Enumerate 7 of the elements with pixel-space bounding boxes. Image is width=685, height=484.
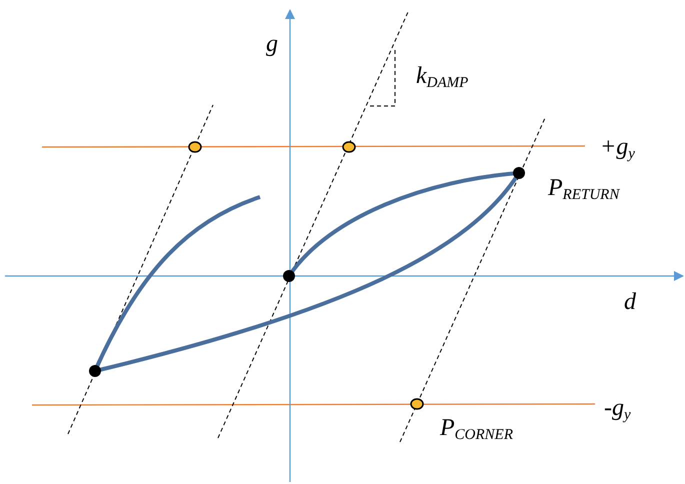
axis-label: g [266,32,278,56]
point-label: P$_{RETURN}$ [548,176,620,203]
yield-level-label: +g$_{y}$ [600,135,635,162]
yield-level-label: -g$_{y}$ [604,396,631,423]
slope-label: k$_{DAMP}$ [416,64,468,91]
point-label: P$_{CORNER}$ [440,416,514,443]
axis-label: d [624,290,636,314]
